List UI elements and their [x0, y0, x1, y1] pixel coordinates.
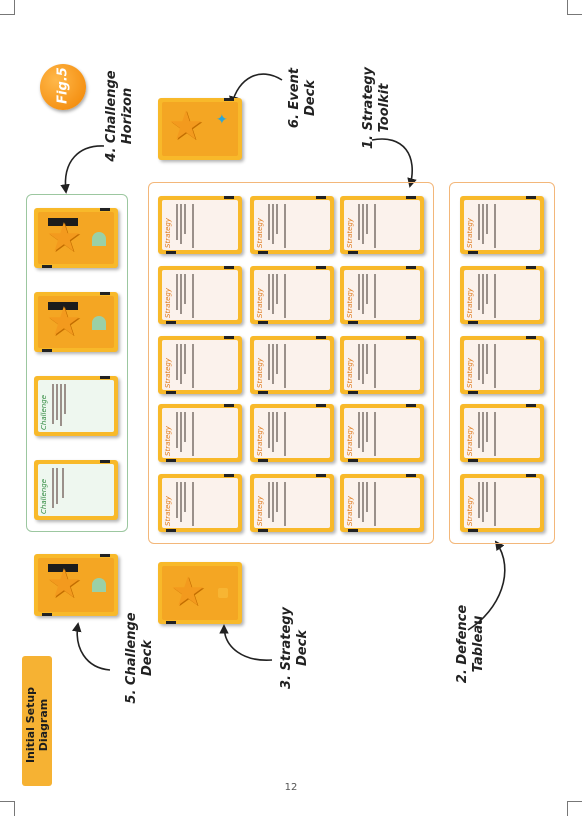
label-strategy-toolkit-line1: 1. Strategy — [361, 66, 376, 150]
strategy-deck-card[interactable]: ★ — [158, 562, 242, 624]
strategy-card-title: Strategy — [256, 358, 264, 388]
arrow-challenge-deck — [72, 622, 111, 671]
star-logo-icon: ★ — [46, 561, 82, 607]
strategy-card-4[interactable]: Strategy — [158, 266, 242, 324]
horizon-card-back-2[interactable]: ★ — [34, 292, 118, 352]
label-event-deck-line1: 6. Event — [287, 67, 302, 129]
strategy-card-title: Strategy — [164, 218, 172, 248]
sidebar-tab: Initial Setup Diagram — [22, 656, 52, 786]
half-circle-icon — [92, 578, 106, 592]
strategy-card-14[interactable]: Strategy — [250, 474, 334, 532]
label-challenge-horizon-line1: 4. Challenge — [104, 70, 119, 162]
label-event-deck-line2: Deck — [303, 80, 318, 116]
sidebar-title: Initial Setup Diagram — [24, 686, 50, 764]
label-event-deck: 6. Event Deck — [287, 53, 319, 143]
horizon-challenge-card-1[interactable]: Challenge — [34, 376, 118, 436]
label-challenge-horizon-line2: Horizon — [120, 87, 135, 145]
strategy-card-title: Strategy — [256, 496, 264, 526]
strategy-card-title: Strategy — [164, 426, 172, 456]
strategy-card-title: Strategy — [466, 288, 474, 318]
strategy-card-6[interactable]: Strategy — [340, 266, 424, 324]
label-strategy-deck-line2: Deck — [295, 630, 310, 666]
card-notch — [224, 98, 234, 101]
challenge-horizon-zone — [26, 194, 128, 532]
strategy-card-17[interactable]: Strategy — [460, 266, 544, 324]
strategy-card-13[interactable]: Strategy — [158, 474, 242, 532]
strategy-card-title: Strategy — [466, 426, 474, 456]
lightning-icon: ✦ — [216, 112, 228, 128]
strategy-card-title: Strategy — [346, 288, 354, 318]
strategy-toolkit-zone — [148, 182, 434, 544]
half-circle-icon — [92, 316, 106, 330]
star-logo-icon: ★ — [168, 103, 204, 149]
horizon-challenge-card-2[interactable]: Challenge — [34, 460, 118, 520]
strategy-card-title: Strategy — [346, 426, 354, 456]
strategy-card-10[interactable]: Strategy — [158, 404, 242, 462]
strategy-card-title: Strategy — [466, 218, 474, 248]
strategy-card-title: Strategy — [256, 426, 264, 456]
crop-mark-bottom-right — [567, 801, 582, 816]
label-strategy-toolkit-line2: Toolkit — [377, 83, 392, 133]
strategy-card-title: Strategy — [256, 288, 264, 318]
strategy-card-19[interactable]: Strategy — [460, 404, 544, 462]
label-defence-tableau-line1: 2. Defence — [455, 604, 470, 684]
strategy-card-1[interactable]: Strategy — [158, 196, 242, 254]
star-logo-icon: ★ — [46, 299, 82, 345]
challenge-card-title: Challenge — [40, 395, 48, 430]
figure-badge: Fig.5 — [40, 64, 86, 110]
strategy-card-title: Strategy — [164, 496, 172, 526]
strategy-card-8[interactable]: Strategy — [250, 336, 334, 394]
horizon-card-back-1[interactable]: ★ — [34, 208, 118, 268]
strategy-card-title: Strategy — [346, 218, 354, 248]
strategy-card-3[interactable]: Strategy — [340, 196, 424, 254]
label-strategy-deck: 3. Strategy Deck — [279, 593, 311, 703]
half-circle-icon — [92, 232, 106, 246]
strategy-card-title: Strategy — [466, 496, 474, 526]
strategy-card-15[interactable]: Strategy — [340, 474, 424, 532]
strategy-card-5[interactable]: Strategy — [250, 266, 334, 324]
strategy-card-18[interactable]: Strategy — [460, 336, 544, 394]
label-challenge-deck-line2: Deck — [140, 640, 155, 676]
challenge-card-title: Challenge — [40, 479, 48, 514]
star-logo-icon: ★ — [46, 215, 82, 261]
label-challenge-deck: 5. Challenge Deck — [124, 598, 156, 718]
crop-mark-bottom-left — [0, 801, 15, 816]
figure-badge-label: Fig.5 — [55, 67, 71, 104]
strategy-card-title: Strategy — [466, 358, 474, 388]
strategy-card-title: Strategy — [256, 218, 264, 248]
crop-mark-top-right — [567, 0, 582, 15]
label-challenge-horizon: 4. Challenge Horizon — [104, 56, 136, 176]
defence-tableau-zone — [449, 182, 555, 544]
strategy-card-9[interactable]: Strategy — [340, 336, 424, 394]
strategy-card-title: Strategy — [346, 358, 354, 388]
arrow-strategy-deck — [219, 624, 273, 661]
strategy-card-2[interactable]: Strategy — [250, 196, 334, 254]
square-icon — [218, 588, 228, 598]
label-defence-tableau-line2: Tableau — [471, 615, 486, 673]
crop-mark-top-left — [0, 0, 15, 15]
star-logo-icon: ★ — [170, 569, 206, 615]
strategy-card-title: Strategy — [164, 288, 172, 318]
label-strategy-deck-line1: 3. Strategy — [279, 606, 294, 690]
card-face — [162, 102, 238, 156]
strategy-card-16[interactable]: Strategy — [460, 196, 544, 254]
challenge-deck-card[interactable]: ★ — [34, 554, 118, 616]
strategy-card-12[interactable]: Strategy — [340, 404, 424, 462]
arrow-challenge-horizon — [60, 145, 105, 194]
event-deck-card[interactable]: ★ ✦ — [158, 98, 242, 160]
strategy-card-title: Strategy — [346, 496, 354, 526]
strategy-card-11[interactable]: Strategy — [250, 404, 334, 462]
label-challenge-deck-line1: 5. Challenge — [124, 612, 139, 704]
strategy-card-title: Strategy — [164, 358, 172, 388]
strategy-card-7[interactable]: Strategy — [158, 336, 242, 394]
page-number: 12 — [284, 782, 298, 793]
label-strategy-toolkit: 1. Strategy Toolkit — [361, 53, 393, 163]
strategy-card-20[interactable]: Strategy — [460, 474, 544, 532]
label-defence-tableau: 2. Defence Tableau — [455, 589, 487, 699]
